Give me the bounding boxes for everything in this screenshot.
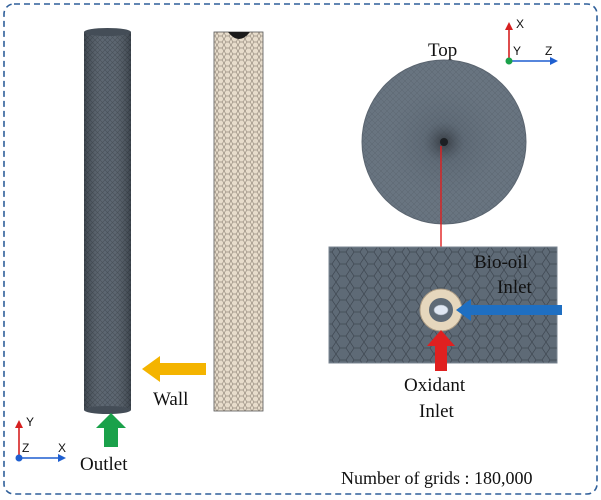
axis-label-y-top: Y xyxy=(513,44,521,58)
oxidant-label-line2: Inlet xyxy=(419,401,455,422)
bio-oil-label-line2: Inlet xyxy=(497,277,533,298)
grid-count-label: Number of grids : 180,000 xyxy=(341,468,532,488)
cylinder-mesh-view xyxy=(84,28,131,414)
oxidant-inlet-arrow-icon xyxy=(427,330,455,371)
outlet-arrow-icon xyxy=(96,413,126,447)
oxidant-label-line1: Oxidant xyxy=(404,375,466,396)
wall-label: Wall xyxy=(153,389,188,410)
axis-label-z-top: Z xyxy=(545,44,552,58)
diagram-frame xyxy=(3,3,598,495)
axis-label-x-top: X xyxy=(516,17,524,31)
coordinate-axes-top-right: X Z Y xyxy=(505,17,558,65)
top-view-mesh xyxy=(361,59,527,225)
bio-oil-inlet-arrow-icon xyxy=(456,299,562,321)
axis-label-z: Z xyxy=(22,441,29,455)
coordinate-axes-bottom-left: Y X Z xyxy=(15,415,66,462)
axis-label-y: Y xyxy=(26,415,34,429)
bio-oil-label-line1: Bio-oil xyxy=(474,252,528,273)
outlet-label: Outlet xyxy=(80,454,128,475)
wall-arrow-icon xyxy=(142,356,206,382)
cross-section-mesh-view xyxy=(213,31,264,412)
axis-label-x: X xyxy=(58,441,66,455)
top-view-label: Top xyxy=(428,40,457,61)
